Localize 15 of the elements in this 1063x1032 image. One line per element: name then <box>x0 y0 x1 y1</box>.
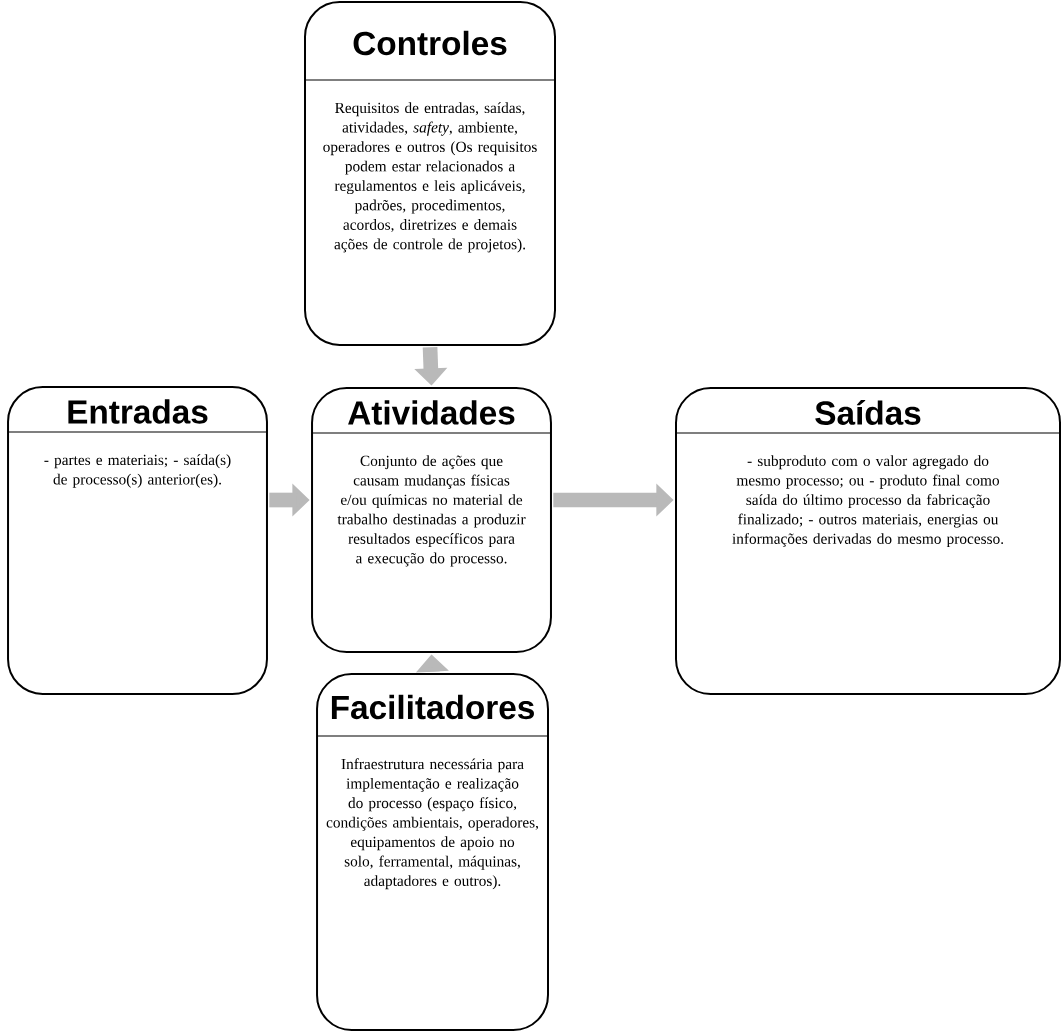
box-heading: Atividades <box>348 400 515 425</box>
process-box <box>7 386 268 695</box>
box-heading: Saídas <box>815 400 921 425</box>
process-box <box>311 387 552 653</box>
box-heading: Facilitadores <box>331 694 534 720</box>
box-heading: Controles <box>353 30 507 56</box>
box-text: - subproduto com o valor agregado do mesmo processo; ou - produto final como saída do último processo da fabricação finalizado; - outros materiais, energias ou informações derivadas do mesmo processo. <box>732 455 1004 548</box>
process-box <box>316 673 549 1031</box>
process-box <box>675 387 1061 695</box>
box-text: Requisitos de entradas, saídas, atividades, safety, ambiente, operadores e outros (Os requisitos podem estar relacionados a regulamentos e leis aplicáveis, padrões, procedimentos, acordos, diretrizes e demais ações de controle de projetos). <box>323 102 537 253</box>
box-heading: Entradas <box>68 399 208 424</box>
box-text: - partes e materiais; - saída(s) de processo(s) anterior(es). <box>44 454 231 488</box>
box-text: Infraestrutura necessária para implementação e realização do processo (espaço físico, condições ambientais, operadores, equipamentos de apoio no solo, ferramental, máquinas, adaptadores e outros). <box>326 758 538 890</box>
process-box <box>304 1 556 346</box>
box-text: Conjunto de ações que causam mudanças físicas e/ou químicas no material de trabalho destinadas a produzir resultados específicos para a execução do processo. <box>337 455 526 567</box>
